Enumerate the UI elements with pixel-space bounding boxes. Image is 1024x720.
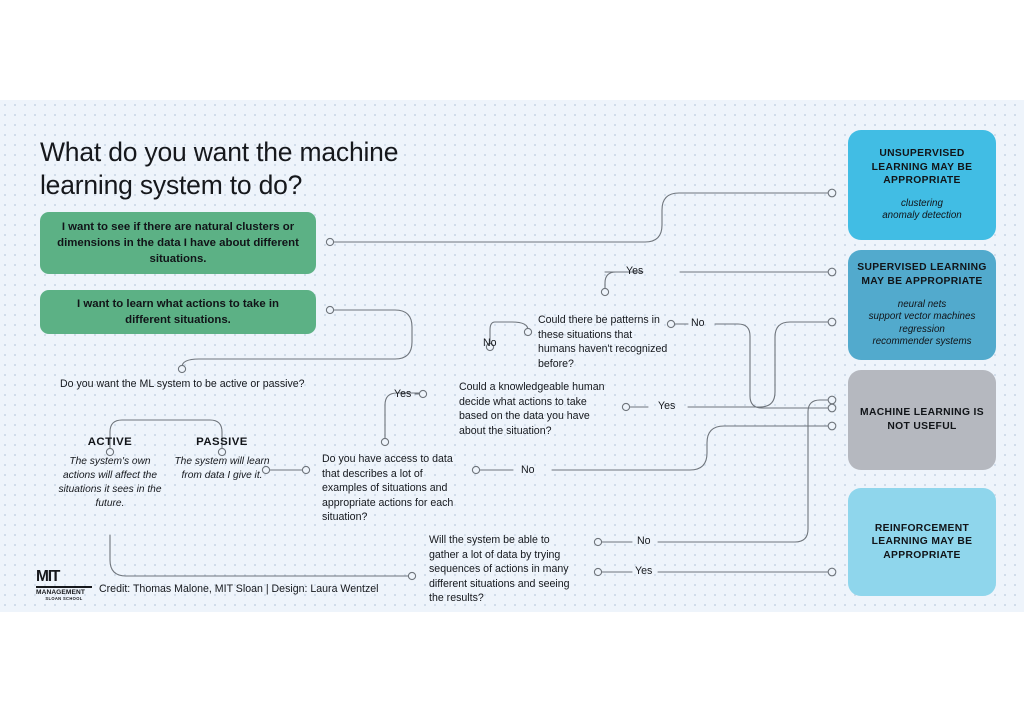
page-title: What do you want the machine learning sy… <box>40 137 399 200</box>
outcome-title: REINFORCEMENT LEARNING MAY BE APPROPRIAT… <box>871 522 973 561</box>
outcome-reinforcement[interactable]: REINFORCEMENT LEARNING MAY BE APPROPRIAT… <box>848 488 996 596</box>
outcome-unsupervised[interactable]: UNSUPERVISED LEARNING MAY BE APPROPRIATE… <box>848 130 996 240</box>
edge-label-gather-no: No <box>637 535 651 547</box>
question-knowledgeable-human: Could a knowledgeable human decide what … <box>459 381 605 437</box>
question-patterns: Could there be patterns in these situati… <box>538 314 668 370</box>
branch-desc-passive: The system will learn from data I give i… <box>174 456 270 481</box>
outcome-not-useful[interactable]: MACHINE LEARNING IS NOT USEFUL <box>848 370 996 470</box>
start-box-actions[interactable]: I want to learn what actions to take in … <box>40 290 316 334</box>
question-active-passive: Do you want the ML system to be active o… <box>60 378 305 390</box>
edge-label-knowledgeable-yes: Yes <box>658 400 676 412</box>
outcome-examples: clustering anomaly detection <box>882 197 962 222</box>
outcome-title: UNSUPERVISED LEARNING MAY BE APPROPRIATE <box>871 148 973 187</box>
outcome-title: SUPERVISED LEARNING MAY BE APPROPRIATE <box>857 262 987 287</box>
mit-logo: MIT MANAGEMENT SLOAN SCHOOL <box>36 568 92 601</box>
outcome-supervised[interactable]: SUPERVISED LEARNING MAY BE APPROPRIATE n… <box>848 250 996 360</box>
branch-title-active: ACTIVE <box>87 436 133 448</box>
branch-title-passive: PASSIVE <box>196 436 248 448</box>
edge-label-patterns-no-left: No <box>483 337 497 349</box>
branch-desc-active: The system's own actions will affect the… <box>58 456 162 509</box>
edge-label-data-access-no: No <box>521 464 535 476</box>
question-data-access: Do you have access to data that describe… <box>322 453 454 524</box>
question-gather-data: Will the system be able to gather a lot … <box>429 534 570 605</box>
credit-line: Credit: Thomas Malone, MIT Sloan | Desig… <box>99 582 379 595</box>
mit-logo-sloan: SLOAN SCHOOL <box>45 595 83 601</box>
mit-logo-main: MIT <box>36 568 60 585</box>
outcome-examples: neural nets support vector machines regr… <box>868 298 976 348</box>
edge-label-gather-yes: Yes <box>635 565 653 577</box>
start-box-clusters[interactable]: I want to see if there are natural clust… <box>40 212 316 274</box>
edge-label-data-access-yes: Yes <box>394 388 412 400</box>
mit-logo-management: MANAGEMENT <box>36 585 92 596</box>
outcome-title: MACHINE LEARNING IS NOT USEFUL <box>860 407 984 432</box>
edge-label-patterns-yes: Yes <box>626 265 644 277</box>
edge-label-patterns-no-right: No <box>691 317 705 329</box>
footer: MIT MANAGEMENT SLOAN SCHOOL Credit: Thom… <box>36 568 379 601</box>
